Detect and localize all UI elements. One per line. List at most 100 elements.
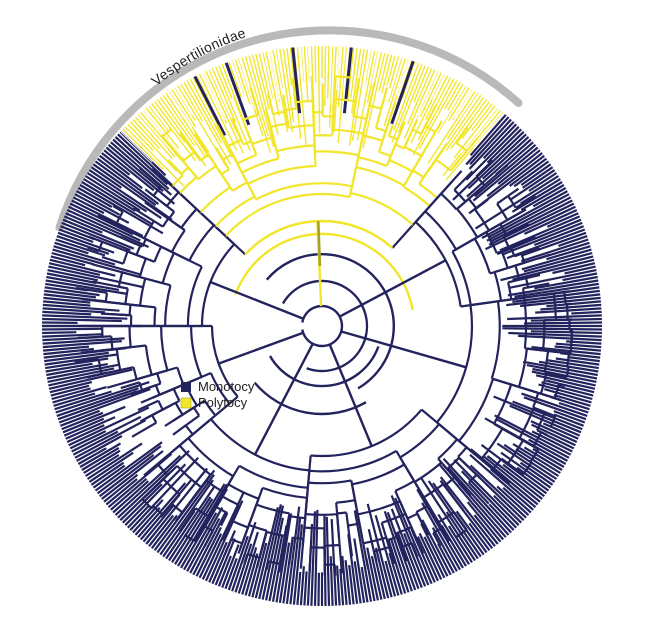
stem-branch bbox=[248, 499, 259, 528]
stem-branch bbox=[172, 252, 190, 261]
tip-branch bbox=[280, 49, 293, 132]
stem-branch bbox=[279, 564, 281, 572]
clade-arc-branch bbox=[249, 525, 267, 531]
tip-branch bbox=[304, 571, 306, 605]
clade-arc-branch bbox=[523, 288, 525, 297]
stem-branch bbox=[101, 314, 130, 316]
clade-arc-branch bbox=[188, 267, 202, 326]
clade-arc-branch bbox=[475, 239, 490, 274]
clade-arc-branch bbox=[369, 106, 381, 109]
clade-arc-branch bbox=[222, 496, 239, 505]
clade-arc-branch bbox=[174, 389, 180, 401]
stem-branch bbox=[436, 144, 447, 160]
stem-branch bbox=[497, 196, 508, 204]
clade-arc-branch bbox=[152, 415, 156, 423]
clade-arc-branch bbox=[111, 336, 112, 349]
clade-arc-branch bbox=[271, 123, 289, 127]
tip-branch bbox=[319, 46, 320, 133]
stem-branch bbox=[416, 211, 426, 222]
stem-branch bbox=[209, 156, 221, 175]
stem-branch bbox=[511, 385, 538, 393]
clade-arc-branch bbox=[457, 209, 477, 237]
stem-branch bbox=[554, 292, 565, 294]
legend-swatch-polytocy bbox=[181, 398, 191, 408]
clade-arc-branch bbox=[379, 152, 391, 156]
stem-branch bbox=[457, 199, 469, 209]
clade-arc-branch bbox=[334, 99, 355, 101]
stem-branch bbox=[515, 263, 525, 266]
stem-branch bbox=[392, 225, 413, 248]
clade-arc-branch bbox=[263, 488, 307, 498]
clade-arc-branch bbox=[221, 169, 229, 174]
stem-branch bbox=[184, 416, 200, 427]
clade-arc-branch bbox=[158, 401, 162, 410]
backbone-arc bbox=[302, 306, 342, 346]
stem-branch bbox=[313, 112, 314, 135]
stem-branch bbox=[154, 221, 163, 227]
clade-arc-branch bbox=[252, 137, 273, 144]
stem-branch bbox=[144, 238, 172, 252]
clade-arc-branch bbox=[155, 247, 162, 262]
stem-branch bbox=[564, 291, 569, 292]
tip-branch bbox=[304, 47, 308, 102]
tip-branch bbox=[531, 331, 602, 333]
clade-arc-branch bbox=[425, 211, 456, 249]
stem-branch bbox=[559, 385, 565, 386]
stem-branch bbox=[461, 305, 471, 306]
clade-arc-branch bbox=[248, 166, 316, 184]
tip-gap bbox=[462, 98, 485, 130]
tip-branch bbox=[571, 312, 601, 314]
stem-branch bbox=[404, 465, 414, 482]
clade-arc-branch bbox=[400, 424, 439, 457]
stem-branch bbox=[335, 564, 336, 575]
clade-arc-branch bbox=[395, 481, 414, 491]
stem-branch bbox=[403, 171, 413, 187]
backbone-arc bbox=[270, 347, 378, 387]
clade-arc-branch bbox=[157, 373, 160, 383]
clade-arc-branch bbox=[181, 209, 196, 228]
tip-gap bbox=[377, 53, 386, 93]
clade-arc-branch bbox=[163, 253, 174, 283]
clade-arc-branch bbox=[358, 157, 386, 166]
tip-branch bbox=[297, 572, 300, 605]
tip-branch bbox=[315, 46, 316, 83]
stem-branch bbox=[356, 157, 358, 167]
tip-branch bbox=[325, 46, 326, 106]
clade-arc-branch bbox=[293, 538, 304, 539]
legend-label-polytocy: Polytocy bbox=[198, 395, 248, 410]
stem-branch bbox=[475, 201, 486, 209]
clade-arc-branch bbox=[353, 116, 366, 118]
stem-branch bbox=[301, 539, 304, 569]
clade-arc-branch bbox=[315, 151, 359, 155]
clade-arc-branch bbox=[186, 425, 193, 434]
tip-branch bbox=[42, 332, 76, 333]
clade-arc-branch bbox=[452, 252, 470, 306]
legend-label-monotocy: Monotocy bbox=[198, 379, 255, 394]
stem-branch bbox=[451, 151, 467, 171]
tip-branch bbox=[42, 315, 127, 318]
tip-branch bbox=[340, 569, 343, 605]
clade-arc-branch bbox=[495, 272, 501, 301]
stem-branch bbox=[457, 439, 467, 447]
clade-arc-branch bbox=[419, 184, 437, 198]
clade-arc-branch bbox=[415, 463, 442, 482]
tip-branch bbox=[533, 369, 597, 382]
clade-arc-branch bbox=[200, 187, 230, 212]
stem-branch bbox=[309, 456, 310, 471]
clade-arc-branch bbox=[134, 367, 137, 379]
clade-arc-branch bbox=[188, 438, 233, 476]
clade-arc-branch bbox=[277, 146, 315, 152]
backbone-stem bbox=[210, 282, 303, 319]
stem-branch bbox=[422, 410, 440, 425]
tip-branch bbox=[337, 566, 340, 606]
stem-branch bbox=[160, 385, 184, 395]
stem-branch bbox=[425, 194, 441, 212]
clade-arc-branch bbox=[571, 330, 572, 344]
clade-arc-branch bbox=[441, 194, 456, 210]
clade-arc-branch bbox=[395, 145, 404, 149]
stem-branch bbox=[303, 518, 305, 539]
stem-branch bbox=[310, 547, 311, 573]
clade-arc-branch bbox=[458, 447, 467, 457]
stem-branch bbox=[237, 164, 242, 173]
